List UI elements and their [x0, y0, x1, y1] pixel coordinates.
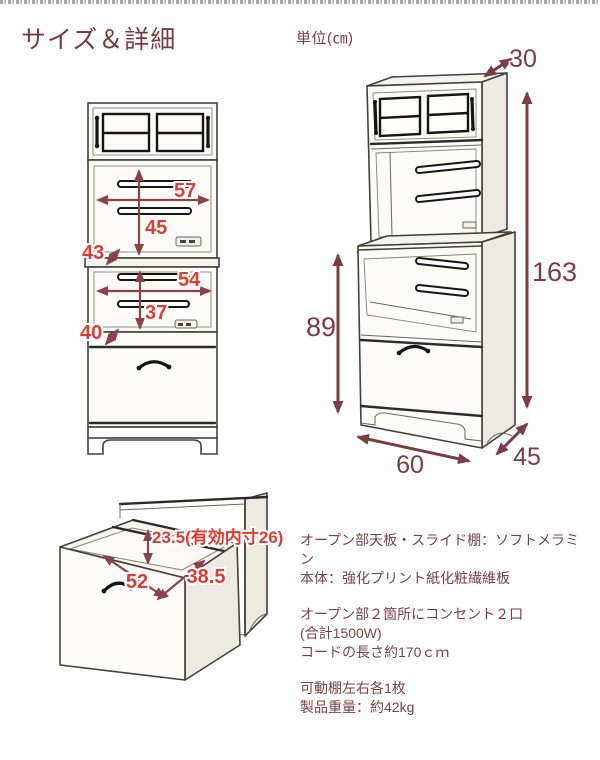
drawer-view-diagram: 23.5(有効内寸26) 52 38.5 — [59, 492, 285, 681]
spec-line: オープン部２箇所にコンセント２口 — [300, 606, 524, 622]
spec-line: 可動棚左右各1枚 — [300, 680, 406, 696]
persp-width-arrow — [356, 433, 471, 465]
front-drawer — [87, 331, 218, 455]
outlet-icon — [175, 236, 202, 247]
front-lower-height-label: 37 — [145, 302, 167, 324]
outlet-icon — [462, 221, 477, 229]
drawer-inner-height-label: 23.5(有効内寸26) — [152, 527, 283, 547]
drawer-handle — [397, 344, 430, 355]
drawer-handle — [137, 360, 171, 370]
unit-label: 単位(㎝) — [296, 30, 354, 47]
front-upper-open-section — [87, 159, 218, 259]
page-title: サイズ＆詳細 — [21, 26, 177, 54]
outlet-icon — [450, 316, 464, 324]
persp-width-label: 60 — [396, 451, 424, 479]
persp-legs — [360, 412, 483, 442]
spec-materials: オープン部天板・スライド棚：ソフトメラミン 本体：強化プリント紙化粧繊維板 — [300, 531, 592, 588]
spec-line: オープン部天板・スライド棚：ソフトメラミン — [300, 532, 580, 567]
front-dimensions: 57 45 43 54 37 40 — [78, 169, 212, 346]
spec-line: 本体：強化プリント紙化粧繊維板 — [300, 570, 510, 586]
persp-total-height-label: 163 — [532, 257, 577, 287]
door-handle-right — [470, 97, 475, 131]
front-hutch — [87, 102, 218, 161]
perspective-view-diagram: 30 163 89 60 45 — [304, 44, 578, 481]
persp-cabinet — [357, 72, 516, 449]
top-dotted-border — [0, 0, 600, 4]
front-lower-open-section — [87, 266, 218, 333]
front-lower-width-label: 54 — [178, 269, 201, 291]
persp-top-depth-label: 30 — [509, 45, 537, 73]
front-legs — [87, 438, 218, 455]
spec-outlet: オープン部２箇所にコンセント２口 (合計1500W) コードの長さ約170ｃｍ — [300, 605, 592, 662]
door-handle-left — [373, 100, 378, 135]
front-lower-depth-arrow — [104, 328, 120, 346]
drawer-dimensions: 23.5(有効内寸26) 52 38.5 — [102, 525, 285, 601]
drawer-inner-depth-label: 38.5 — [187, 566, 226, 588]
front-lower-depth-label: 40 — [80, 322, 102, 344]
spec-other: 可動棚左右各1枚 製品重量：約42kg — [300, 679, 592, 717]
drawer-inner-width-label: 52 — [126, 571, 148, 593]
persp-lower-height-label: 89 — [306, 312, 336, 342]
front-upper-depth-arrow — [105, 248, 121, 266]
spec-text-block: オープン部天板・スライド棚：ソフトメラミン 本体：強化プリント紙化粧繊維板 オー… — [300, 531, 592, 734]
persp-top-depth-arrow — [483, 57, 513, 78]
front-counter-step — [84, 257, 220, 268]
persp-depth-label: 45 — [513, 443, 541, 471]
front-upper-height-label: 45 — [145, 217, 167, 239]
front-upper-width-label: 57 — [174, 180, 196, 202]
spec-line: コードの長さ約170ｃｍ — [300, 644, 450, 660]
drawer-inner-depth-arrow — [156, 559, 206, 601]
drawer-inner-width-arrow — [102, 554, 166, 599]
front-view-diagram: 57 45 43 54 37 40 — [78, 102, 220, 455]
front-upper-depth-label: 43 — [82, 242, 104, 264]
front-base — [87, 426, 218, 439]
persp-drawer-top-edge — [359, 338, 484, 349]
persp-depth-arrow — [495, 422, 529, 456]
persp-dimensions: 30 163 89 60 45 — [304, 44, 578, 481]
spec-line: (合計1500W) — [300, 625, 382, 641]
spec-line: 製品重量：約42kg — [300, 699, 415, 715]
